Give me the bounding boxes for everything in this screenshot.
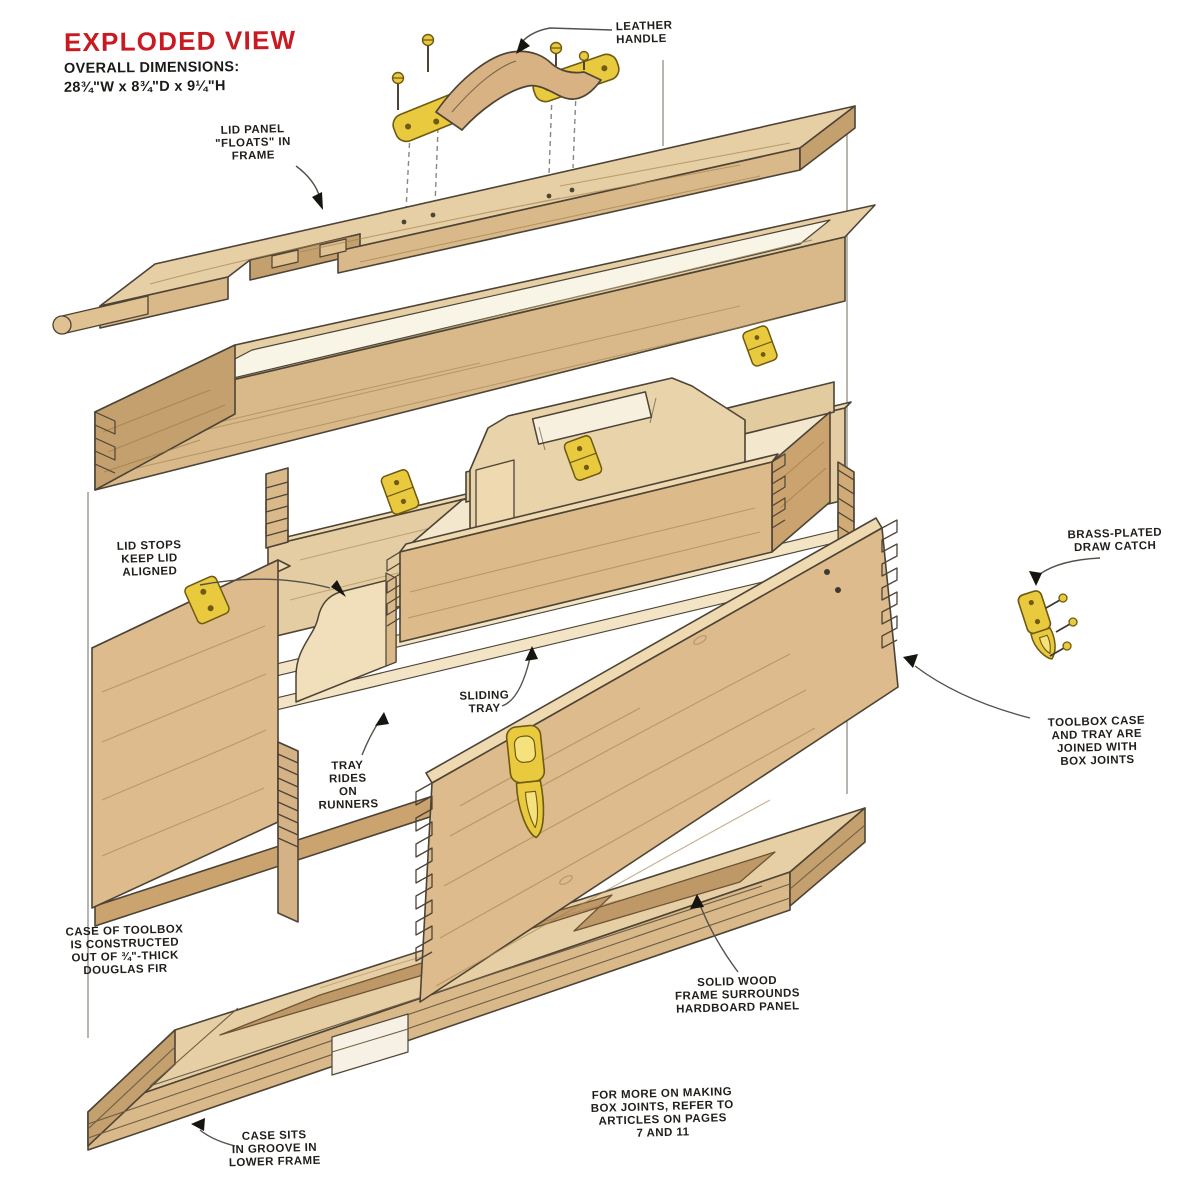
leather-strap bbox=[435, 50, 602, 131]
lid-frame bbox=[94, 204, 876, 515]
lid-panel bbox=[52, 105, 856, 335]
label-case-material: CASE OF TOOLBOX IS CONSTRUCTED OUT OF ¾"… bbox=[65, 923, 184, 978]
label-leather-handle: LEATHER HANDLE bbox=[615, 19, 673, 47]
label-case-groove: CASE SITS IN GROOVE IN LOWER FRAME bbox=[228, 1129, 321, 1170]
tray-handle-cutout bbox=[531, 391, 653, 445]
lower-frame bbox=[87, 807, 866, 1151]
frame-groove-notch bbox=[331, 1013, 409, 1076]
label-lid-stops: LID STOPS KEEP LID ALIGNED bbox=[116, 539, 182, 579]
label-tray-runners: TRAY RIDES ON RUNNERS bbox=[318, 759, 379, 813]
label-draw-catch: BRASS-PLATED DRAW CATCH bbox=[1067, 526, 1163, 555]
dimensions-value: 28¾"W x 8¾"D x 9¼"H bbox=[63, 78, 226, 96]
leather-handle-assembly bbox=[391, 33, 620, 143]
sliding-tray bbox=[386, 377, 835, 643]
label-solid-wood-frame: SOLID WOOD FRAME SURROUNDS HARDBOARD PAN… bbox=[674, 974, 801, 1016]
label-box-joints-case: TOOLBOX CASE AND TRAY ARE JOINED WITH BO… bbox=[1047, 714, 1146, 769]
callout-arrowheads bbox=[191, 38, 1042, 1131]
lid-hinge bbox=[742, 325, 778, 367]
page-title: EXPLODED VIEW bbox=[63, 24, 297, 58]
label-box-joints-note: FOR MORE ON MAKING BOX JOINTS, REFER TO … bbox=[590, 1086, 734, 1141]
dimensions-label: OVERALL DIMENSIONS: bbox=[63, 59, 240, 77]
handle-screws bbox=[391, 33, 590, 110]
lid-stop-bracket bbox=[184, 575, 230, 625]
draw-catch bbox=[1017, 590, 1078, 660]
front-panel bbox=[415, 517, 899, 1003]
label-sliding-tray: SLIDING TRAY bbox=[459, 689, 510, 716]
lid-hinge bbox=[380, 469, 420, 515]
catch-screws bbox=[1045, 593, 1078, 657]
lid-hinge bbox=[563, 435, 603, 481]
latch-keeper bbox=[505, 724, 546, 839]
label-lid-panel: LID PANEL "FLOATS" IN FRAME bbox=[214, 123, 291, 163]
